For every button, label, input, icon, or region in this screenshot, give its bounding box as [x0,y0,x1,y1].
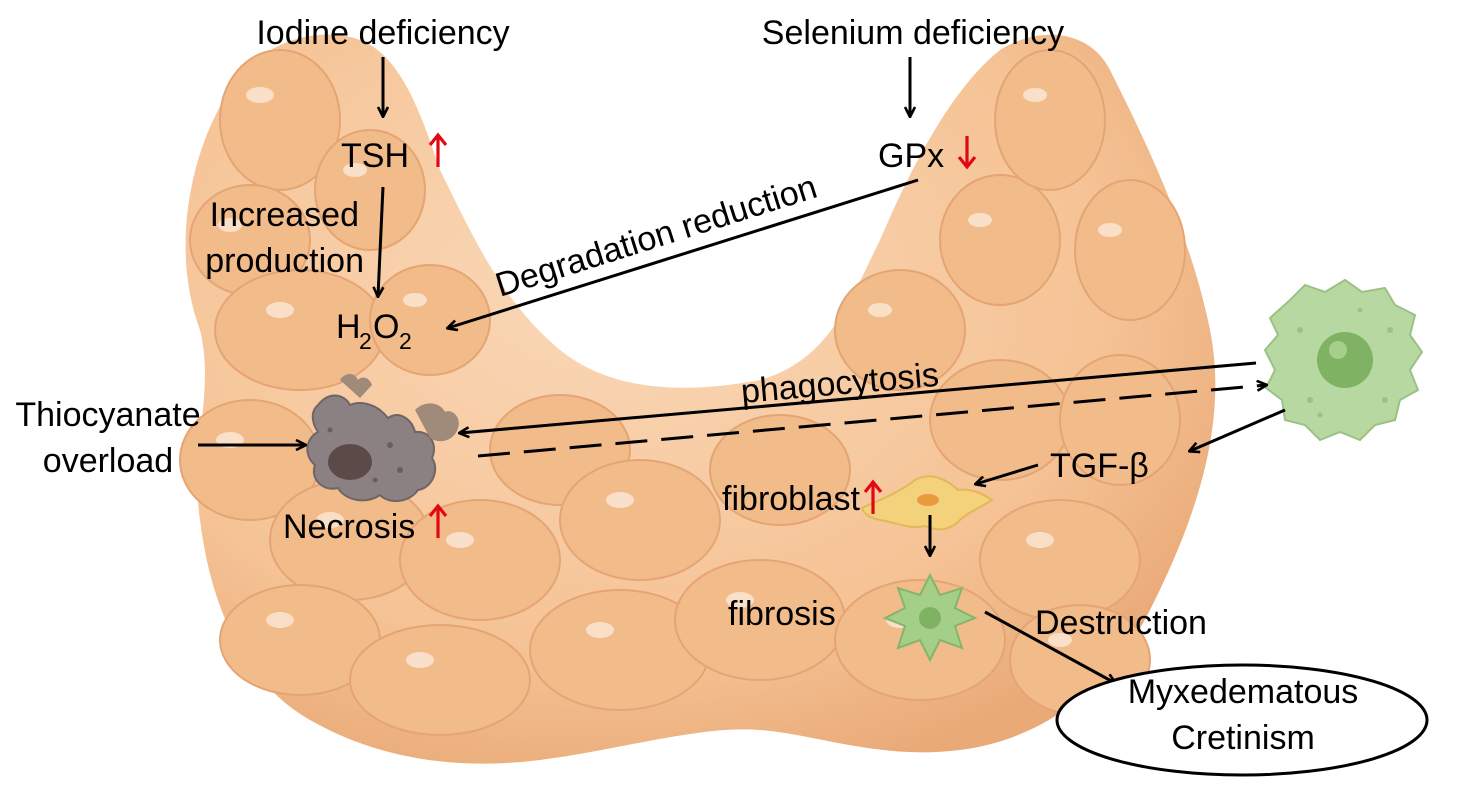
h2o2-h: H [336,308,361,346]
h2o2-o: O [373,308,399,346]
overload-label: overload [43,442,173,480]
fibroblast-up-arrow-icon [863,479,883,514]
gpx-down-arrow-icon [957,136,977,170]
thyroid-gland-illustration [179,34,1216,764]
cretinism-label: Cretinism [1171,719,1315,757]
selenium-deficiency-label: Selenium deficiency [762,14,1064,52]
necrosis-up-arrow-icon [428,503,448,538]
h2o2-label: H 2 O 2 [336,308,412,354]
degradation-reduction-label: Degradation reduction [491,168,822,305]
fibrotic-cell-icon [882,572,978,663]
tgf-beta-label: TGF-β [1050,447,1149,485]
macrophage-cell-icon [1263,278,1424,442]
pathway-arrows [198,57,1286,683]
indicator-arrows [428,132,977,538]
gpx-label: GPx [878,137,944,175]
outcome-ellipse [1055,663,1429,777]
necrotic-cell-icon [306,374,459,502]
h2o2-sub-2: 2 [399,328,412,354]
production-label: production [205,242,364,280]
tsh-up-arrow-icon [428,132,448,167]
increased-label: Increased [210,196,359,234]
h2o2-sub-1: 2 [359,328,372,354]
fibroblast-cell-icon [860,475,994,531]
thiocyanate-label: Thiocyanate [15,396,200,434]
tsh-label: TSH [341,137,409,175]
necrosis-label: Necrosis [283,508,415,546]
iodine-deficiency-label: Iodine deficiency [256,14,509,52]
fibrosis-label: fibrosis [728,595,836,633]
fibroblast-label: fibroblast [722,480,861,518]
myxedematous-label: Myxedematous [1128,673,1359,711]
destruction-label: Destruction [1035,604,1207,642]
